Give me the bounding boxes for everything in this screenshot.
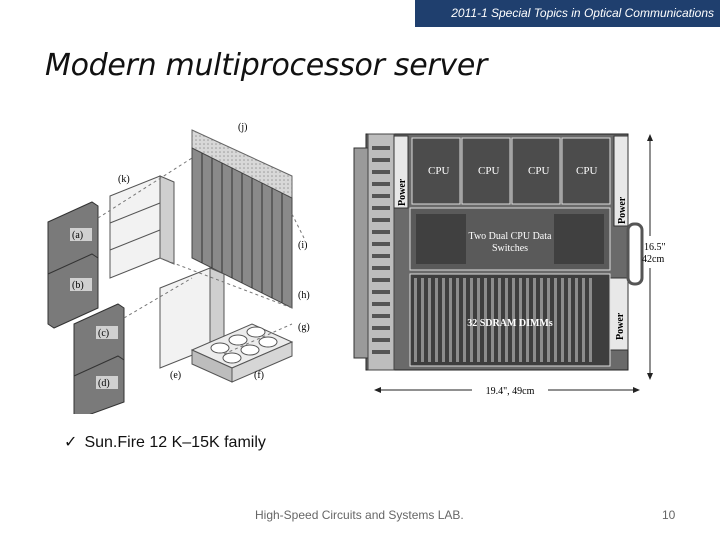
handle-right (626, 222, 644, 286)
label-power-top-right: Power (617, 196, 628, 224)
connector-strip (367, 133, 395, 371)
cpu-module-2 (461, 137, 511, 205)
label-f: (f) (254, 370, 264, 381)
bullet-text: Sun.Fire 12 K–15K family (84, 434, 266, 451)
exploded-view-figure: (j) (k) (a) (b) (c) (d) (e) (f) (g) (h) … (47, 122, 310, 414)
cpu-module-4 (561, 137, 611, 205)
label-power-bottom: Power (615, 312, 626, 340)
frame-k (109, 175, 161, 279)
page-number: 10 (662, 508, 676, 522)
footer-lab-name: High-Speed Circuits and Systems LAB. (255, 508, 464, 522)
slide-title: Modern multiprocessor server (45, 48, 488, 83)
label-width-dim: 19.4", 49cm (486, 386, 535, 397)
label-b: (b) (72, 280, 84, 291)
label-cpu-4: CPU (576, 165, 597, 177)
label-e: (e) (170, 370, 181, 381)
label-k: (k) (118, 174, 130, 185)
power-module-right (613, 135, 629, 227)
label-height-dim-1: 16.5" (644, 242, 666, 253)
label-cpu-2: CPU (478, 165, 499, 177)
label-cpu-1: CPU (428, 165, 449, 177)
label-g: (g) (298, 322, 310, 333)
label-j: (j) (238, 122, 247, 133)
checkmark-icon: ✓ (64, 434, 78, 451)
label-switch-line2: Switches (492, 243, 528, 254)
course-header: 2011-1 Special Topics in Optical Communi… (415, 0, 720, 27)
bullet-item: ✓ Sun.Fire 12 K–15K family (64, 432, 266, 452)
board-photo-figure: Power Power Power CPU CPU CPU CPU Two Du… (353, 133, 666, 397)
label-h: (h) (298, 290, 310, 301)
label-cpu-3: CPU (528, 165, 549, 177)
label-i: (i) (298, 240, 307, 251)
label-height-dim-2: 42cm (642, 254, 664, 265)
cpu-module-1 (411, 137, 461, 205)
cpu-module-3 (511, 137, 561, 205)
label-c: (c) (98, 328, 109, 339)
label-power-top-left: Power (397, 178, 408, 206)
board-handle-left (353, 147, 369, 359)
label-a: (a) (72, 230, 83, 241)
label-d: (d) (98, 378, 110, 389)
power-module-left (393, 135, 409, 209)
label-dimms: 32 SDRAM DIMMs (467, 318, 553, 329)
label-switch-line1: Two Dual CPU Data (469, 231, 552, 242)
